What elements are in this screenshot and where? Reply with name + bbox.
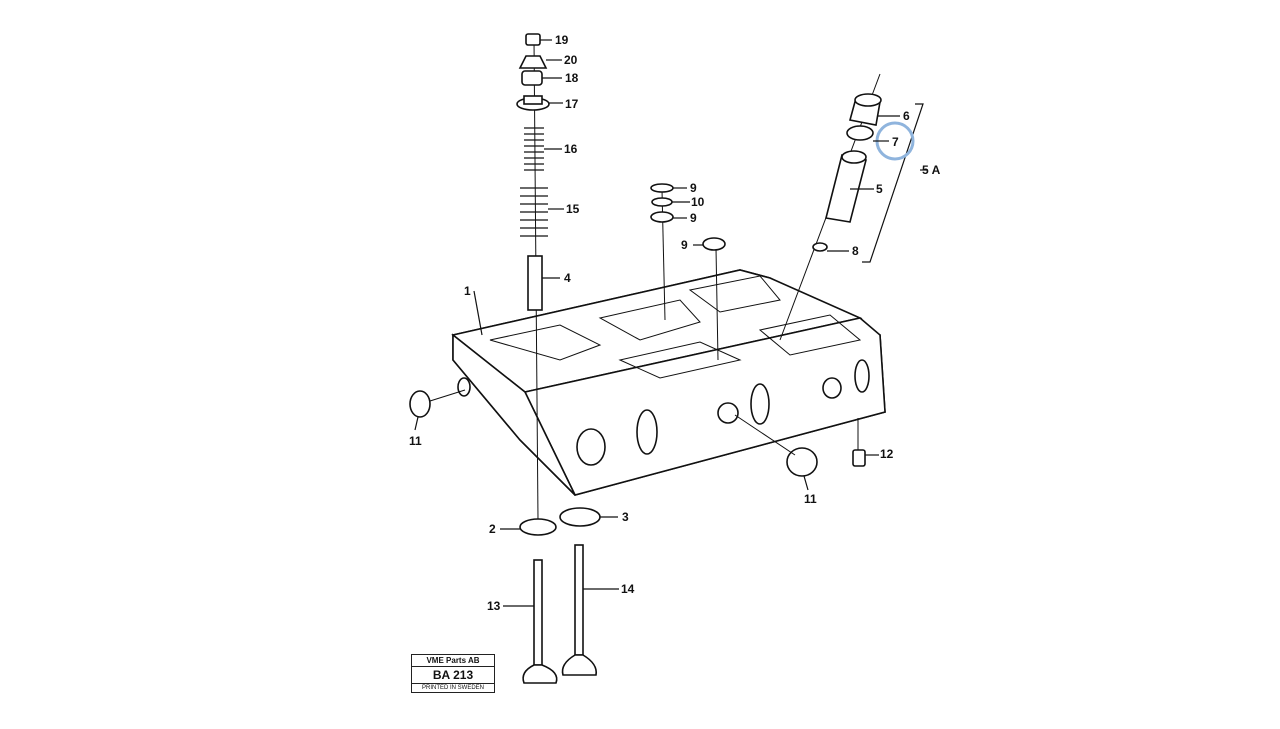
callout-14: 14: [621, 582, 635, 596]
callout-5: 5: [876, 182, 883, 196]
callout-19: 19: [555, 33, 569, 47]
callout-2: 2: [489, 522, 496, 536]
leader-lines: [414, 39, 928, 607]
stamp-code: BA 213: [412, 667, 494, 684]
callout-15: 15: [566, 202, 580, 216]
callout-9-mid: 9: [690, 211, 697, 225]
callout-4: 4: [564, 271, 571, 285]
parts-stamp: VME Parts AB BA 213 PRINTED IN SWEDEN: [411, 654, 495, 693]
valve-seat-ring-3: [559, 507, 601, 527]
injector-sleeve: [779, 73, 924, 341]
valve-stack: [516, 33, 601, 684]
inlet-valve-stem: [533, 559, 543, 666]
callout-16: 16: [564, 142, 578, 156]
callout-9-plug: 9: [681, 238, 688, 252]
callout-17: 17: [565, 97, 579, 111]
stamp-printed: PRINTED IN SWEDEN: [421, 685, 484, 691]
cylinder-head: [451, 269, 886, 496]
plugs-and-washers: [409, 183, 866, 477]
callout-7: 7: [892, 135, 899, 149]
callout-8: 8: [852, 244, 859, 258]
callout-12: 12: [880, 447, 894, 461]
callout-9-top: 9: [690, 181, 697, 195]
rotator: [518, 55, 548, 69]
callout-5a: 5 A: [922, 163, 941, 177]
callout-3: 3: [622, 510, 629, 524]
callout-18: 18: [565, 71, 579, 85]
valve-collets: [521, 70, 543, 86]
exhaust-valve-stem: [574, 544, 584, 656]
valve-springs: [520, 127, 548, 237]
callout-1: 1: [464, 284, 471, 298]
callout-13: 13: [487, 599, 501, 613]
callout-6: 6: [903, 109, 910, 123]
callout-11-right: 11: [804, 492, 817, 506]
valve-seat-ring-2: [519, 518, 557, 536]
stamp-company: VME Parts AB: [412, 655, 494, 667]
callout-11-left: 11: [409, 434, 422, 448]
callout-20: 20: [564, 53, 578, 67]
valve-guide: [527, 255, 543, 311]
callout-10: 10: [691, 195, 705, 209]
kit-bracket-5a: [862, 103, 924, 263]
valve-cap: [525, 33, 541, 46]
callout-labels: 19 20 18 17 16 15 4 1 9 10 9 9 6 7 5 A 5…: [409, 33, 941, 613]
